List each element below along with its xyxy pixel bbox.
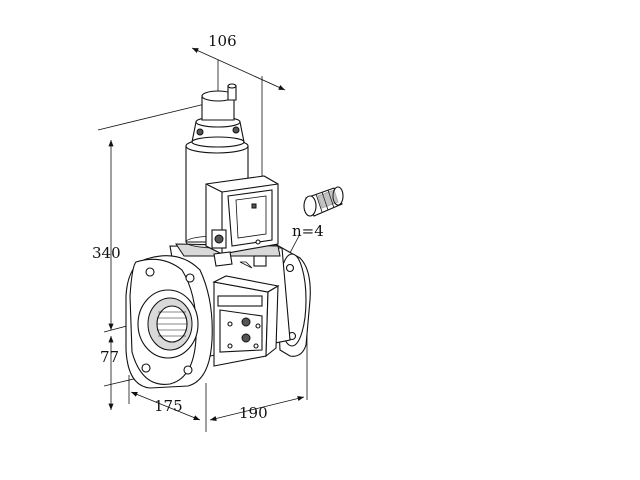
actuator [185,83,279,267]
bolt-count-label: n=4 [292,222,324,240]
dim-190-label: 190 [239,404,268,422]
valve-body [125,243,311,389]
strainer-mesh [157,311,187,337]
dim-175-label: 175 [154,397,183,415]
dim-340-label: 340 [92,244,121,262]
dim-106-label: 106 [208,32,237,50]
dim-77-label: 77 [100,348,119,366]
cable-gland-part [303,186,344,217]
